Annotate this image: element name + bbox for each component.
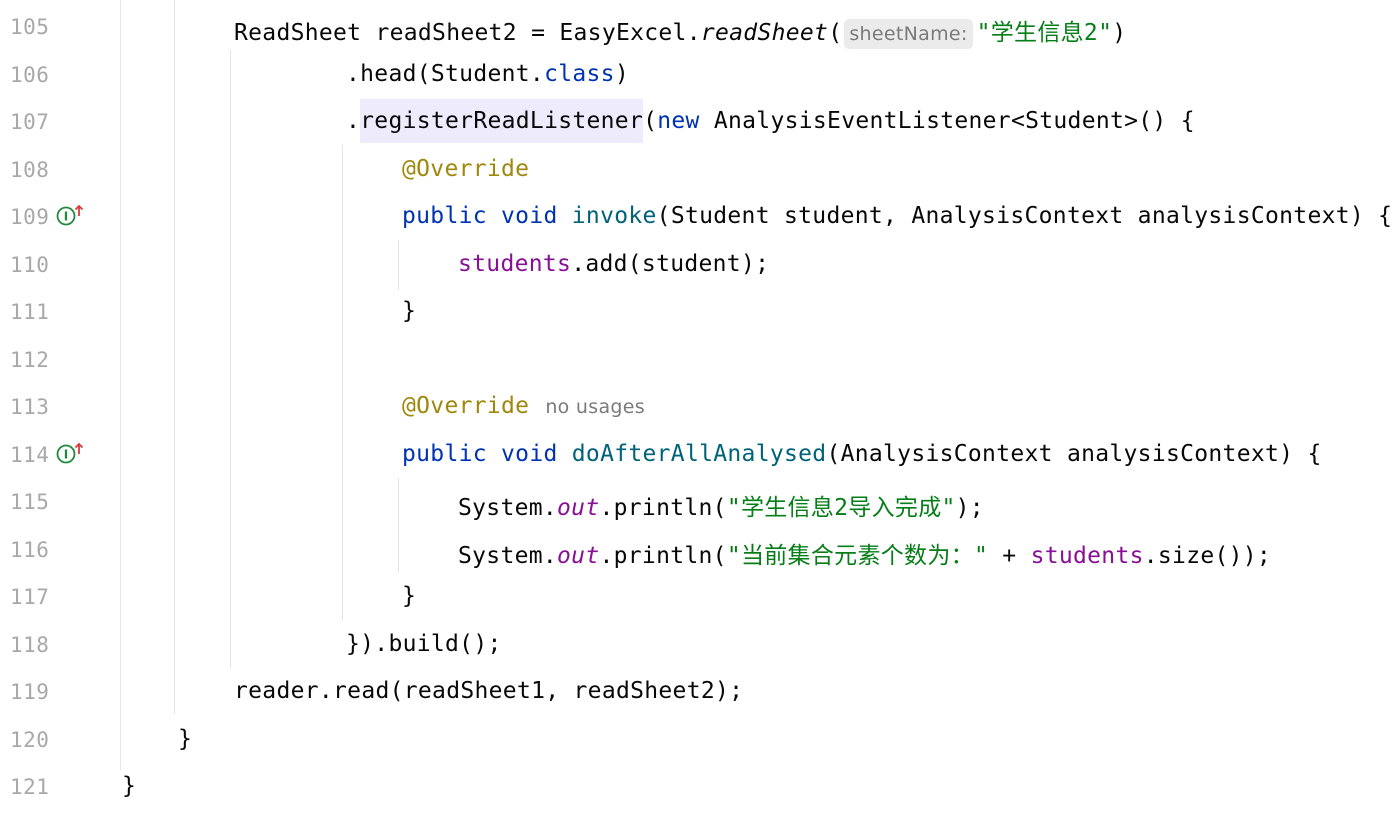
svg-text:I: I [64, 448, 68, 462]
code-line[interactable]: 112 [0, 336, 1394, 383]
line-number: 113 [10, 395, 50, 419]
code-text[interactable]: students.add(student); [458, 251, 770, 277]
line-number: 105 [10, 15, 50, 39]
line-number: 116 [10, 538, 50, 562]
code-line[interactable]: 121 } [0, 763, 1394, 810]
line-number: 115 [10, 490, 50, 514]
code-text[interactable]: reader.read(readSheet1, readSheet2); [234, 678, 744, 704]
indent-guide [398, 240, 399, 290]
line-number: 120 [10, 728, 50, 752]
indent-guide [230, 50, 231, 668]
code-text[interactable]: public void doAfterAllAnalysed(AnalysisC… [402, 441, 1322, 467]
code-line[interactable]: 105 ReadSheet readSheet2 = EasyExcel.rea… [0, 3, 1394, 50]
line-number: 121 [10, 775, 50, 799]
line-number: 106 [10, 63, 50, 87]
code-line[interactable]: 110 students.add(student); [0, 241, 1394, 288]
implements-method-icon[interactable]: I [56, 204, 86, 228]
line-number: 118 [10, 633, 50, 657]
code-line[interactable]: 111 } [0, 288, 1394, 335]
code-line[interactable]: 118 }).build(); [0, 621, 1394, 668]
code-text[interactable]: }).build(); [346, 631, 502, 657]
code-text[interactable]: } [122, 773, 137, 799]
code-text[interactable]: public void invoke(Student student, Anal… [402, 203, 1393, 229]
line-number: 119 [10, 680, 50, 704]
line-number: 117 [10, 585, 50, 609]
code-line[interactable]: 119 reader.read(readSheet1, readSheet2); [0, 668, 1394, 715]
indent-guide [174, 0, 175, 714]
implements-method-icon[interactable]: I [56, 442, 86, 466]
code-line[interactable]: 114 I public void doAfterAllAnalysed(Ana… [0, 431, 1394, 478]
code-text[interactable]: } [402, 583, 417, 609]
line-number: 107 [10, 110, 50, 134]
editor-gutter [0, 0, 118, 818]
line-number: 111 [10, 300, 50, 324]
indent-guide [120, 0, 121, 770]
parameter-hint: sheetName: [844, 19, 973, 49]
code-line[interactable]: 106 .head(Student.class) [0, 51, 1394, 98]
code-line[interactable]: 107 .registerReadListener(new AnalysisEv… [0, 98, 1394, 145]
line-number: 109 [10, 205, 50, 229]
code-text[interactable]: System.out.println("学生信息2导入完成"); [458, 495, 984, 521]
code-line[interactable]: 109 I public void invoke(Student student… [0, 193, 1394, 240]
code-text[interactable]: .head(Student.class) [346, 61, 629, 87]
indent-guide [342, 145, 343, 621]
line-number: 108 [10, 158, 50, 182]
code-line[interactable]: 116 System.out.println("当前集合元素个数为：" + st… [0, 526, 1394, 573]
code-text[interactable]: .registerReadListener(new AnalysisEventL… [346, 99, 1195, 143]
code-line[interactable]: 108 @Override [0, 146, 1394, 193]
code-line[interactable]: 120 } [0, 716, 1394, 763]
code-text[interactable]: System.out.println("当前集合元素个数为：" + studen… [458, 543, 1272, 569]
code-text[interactable]: } [178, 726, 193, 752]
highlighted-method[interactable]: registerReadListener [360, 99, 644, 143]
usages-hint[interactable]: no usages [545, 396, 645, 418]
indent-guide [398, 478, 399, 573]
code-text[interactable]: } [402, 298, 417, 324]
code-line[interactable]: 115 System.out.println("学生信息2导入完成"); [0, 478, 1394, 525]
line-number: 114 [10, 443, 50, 467]
code-line[interactable]: 117 } [0, 573, 1394, 620]
line-number: 110 [10, 253, 50, 277]
code-text[interactable]: ReadSheet readSheet2 = EasyExcel.readShe… [234, 13, 1126, 49]
line-number: 112 [10, 348, 50, 372]
code-text[interactable]: @Override [402, 156, 530, 182]
svg-text:I: I [64, 210, 68, 224]
